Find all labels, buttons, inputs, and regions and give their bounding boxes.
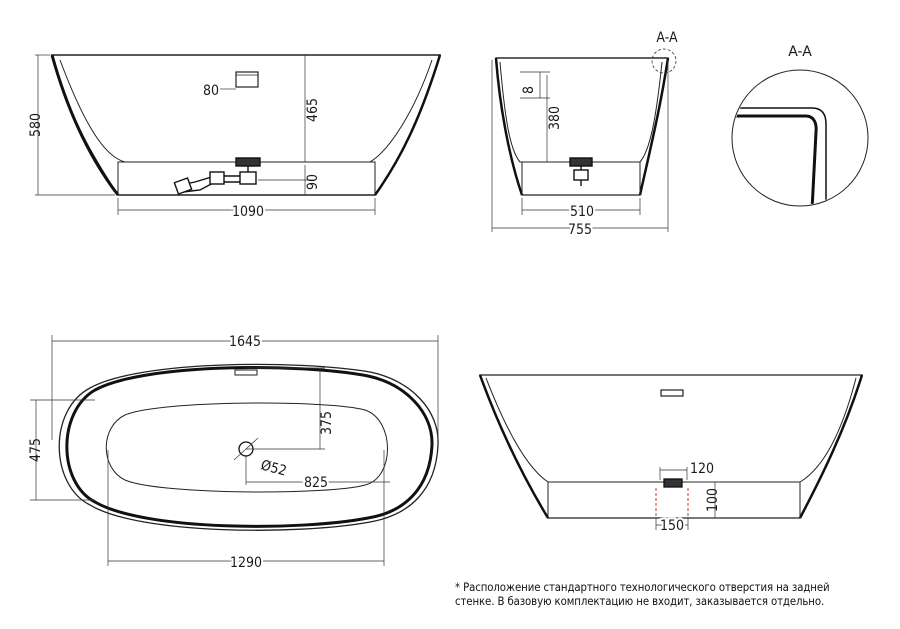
dim-drain-diameter: Ø52 [259, 457, 288, 479]
dim-rim-to-floor: 465 [305, 98, 321, 122]
top-dimensions: 1645 475 375 Ø52 825 1290 [28, 332, 335, 573]
dim-drain-offset: 825 [304, 475, 328, 491]
dim-side-depth: 380 [547, 106, 563, 130]
detail-view: A-A [731, 44, 869, 207]
front-tub-shadow [50, 54, 120, 196]
top-overflow [234, 369, 258, 376]
footnote-line-2: стенке. В базовую комплектацию не входит… [455, 595, 825, 608]
dim-opening-width: 150 [660, 518, 684, 534]
dim-top-overall-width: 475 [28, 438, 44, 462]
side-section-label: A-A [656, 30, 678, 46]
drain-opening-outline [655, 488, 689, 518]
rear-view [478, 374, 864, 530]
top-outer-rim-thick [65, 366, 434, 528]
dim-top-overall-length: 1645 [229, 334, 261, 350]
front-drain-assembly [173, 157, 261, 195]
dim-front-base-width: 1090 [232, 204, 264, 220]
front-view [35, 54, 442, 215]
dim-inner-half-width: 375 [319, 411, 335, 435]
dim-waste-height: 100 [705, 488, 721, 512]
dim-side-base-width: 510 [570, 204, 594, 220]
section-marker [651, 48, 677, 74]
dim-overflow-width: 80 [203, 83, 219, 99]
detail-title: A-A [788, 44, 812, 60]
top-view [30, 335, 439, 566]
dim-waste-width: 120 [690, 461, 714, 477]
detail-circle [731, 69, 869, 207]
top-inner-basin [105, 402, 388, 493]
dim-rim-thickness: 8 [521, 86, 537, 94]
front-overflow [235, 71, 259, 88]
dim-side-overall-width: 755 [568, 222, 592, 238]
footnote: * Расположение стандартного технологичес… [455, 581, 895, 609]
side-drain-assembly [569, 157, 593, 186]
side-view [491, 48, 677, 232]
front-dimensions: 580 80 465 90 1090 [28, 83, 321, 222]
rear-drain [663, 478, 683, 488]
side-dimensions: A-A 8 380 510 755 [521, 30, 678, 240]
front-tub-shadow-right [373, 54, 442, 196]
dim-drain-height: 90 [305, 174, 321, 190]
footnote-line-1: * Расположение стандартного технологичес… [455, 581, 830, 594]
dim-front-height: 580 [28, 113, 44, 137]
rear-overflow [660, 389, 684, 397]
dim-inner-length: 1290 [230, 555, 262, 571]
drain-detail-dimensions: 120 100 150 [658, 461, 721, 536]
top-outer-rim [58, 363, 439, 531]
